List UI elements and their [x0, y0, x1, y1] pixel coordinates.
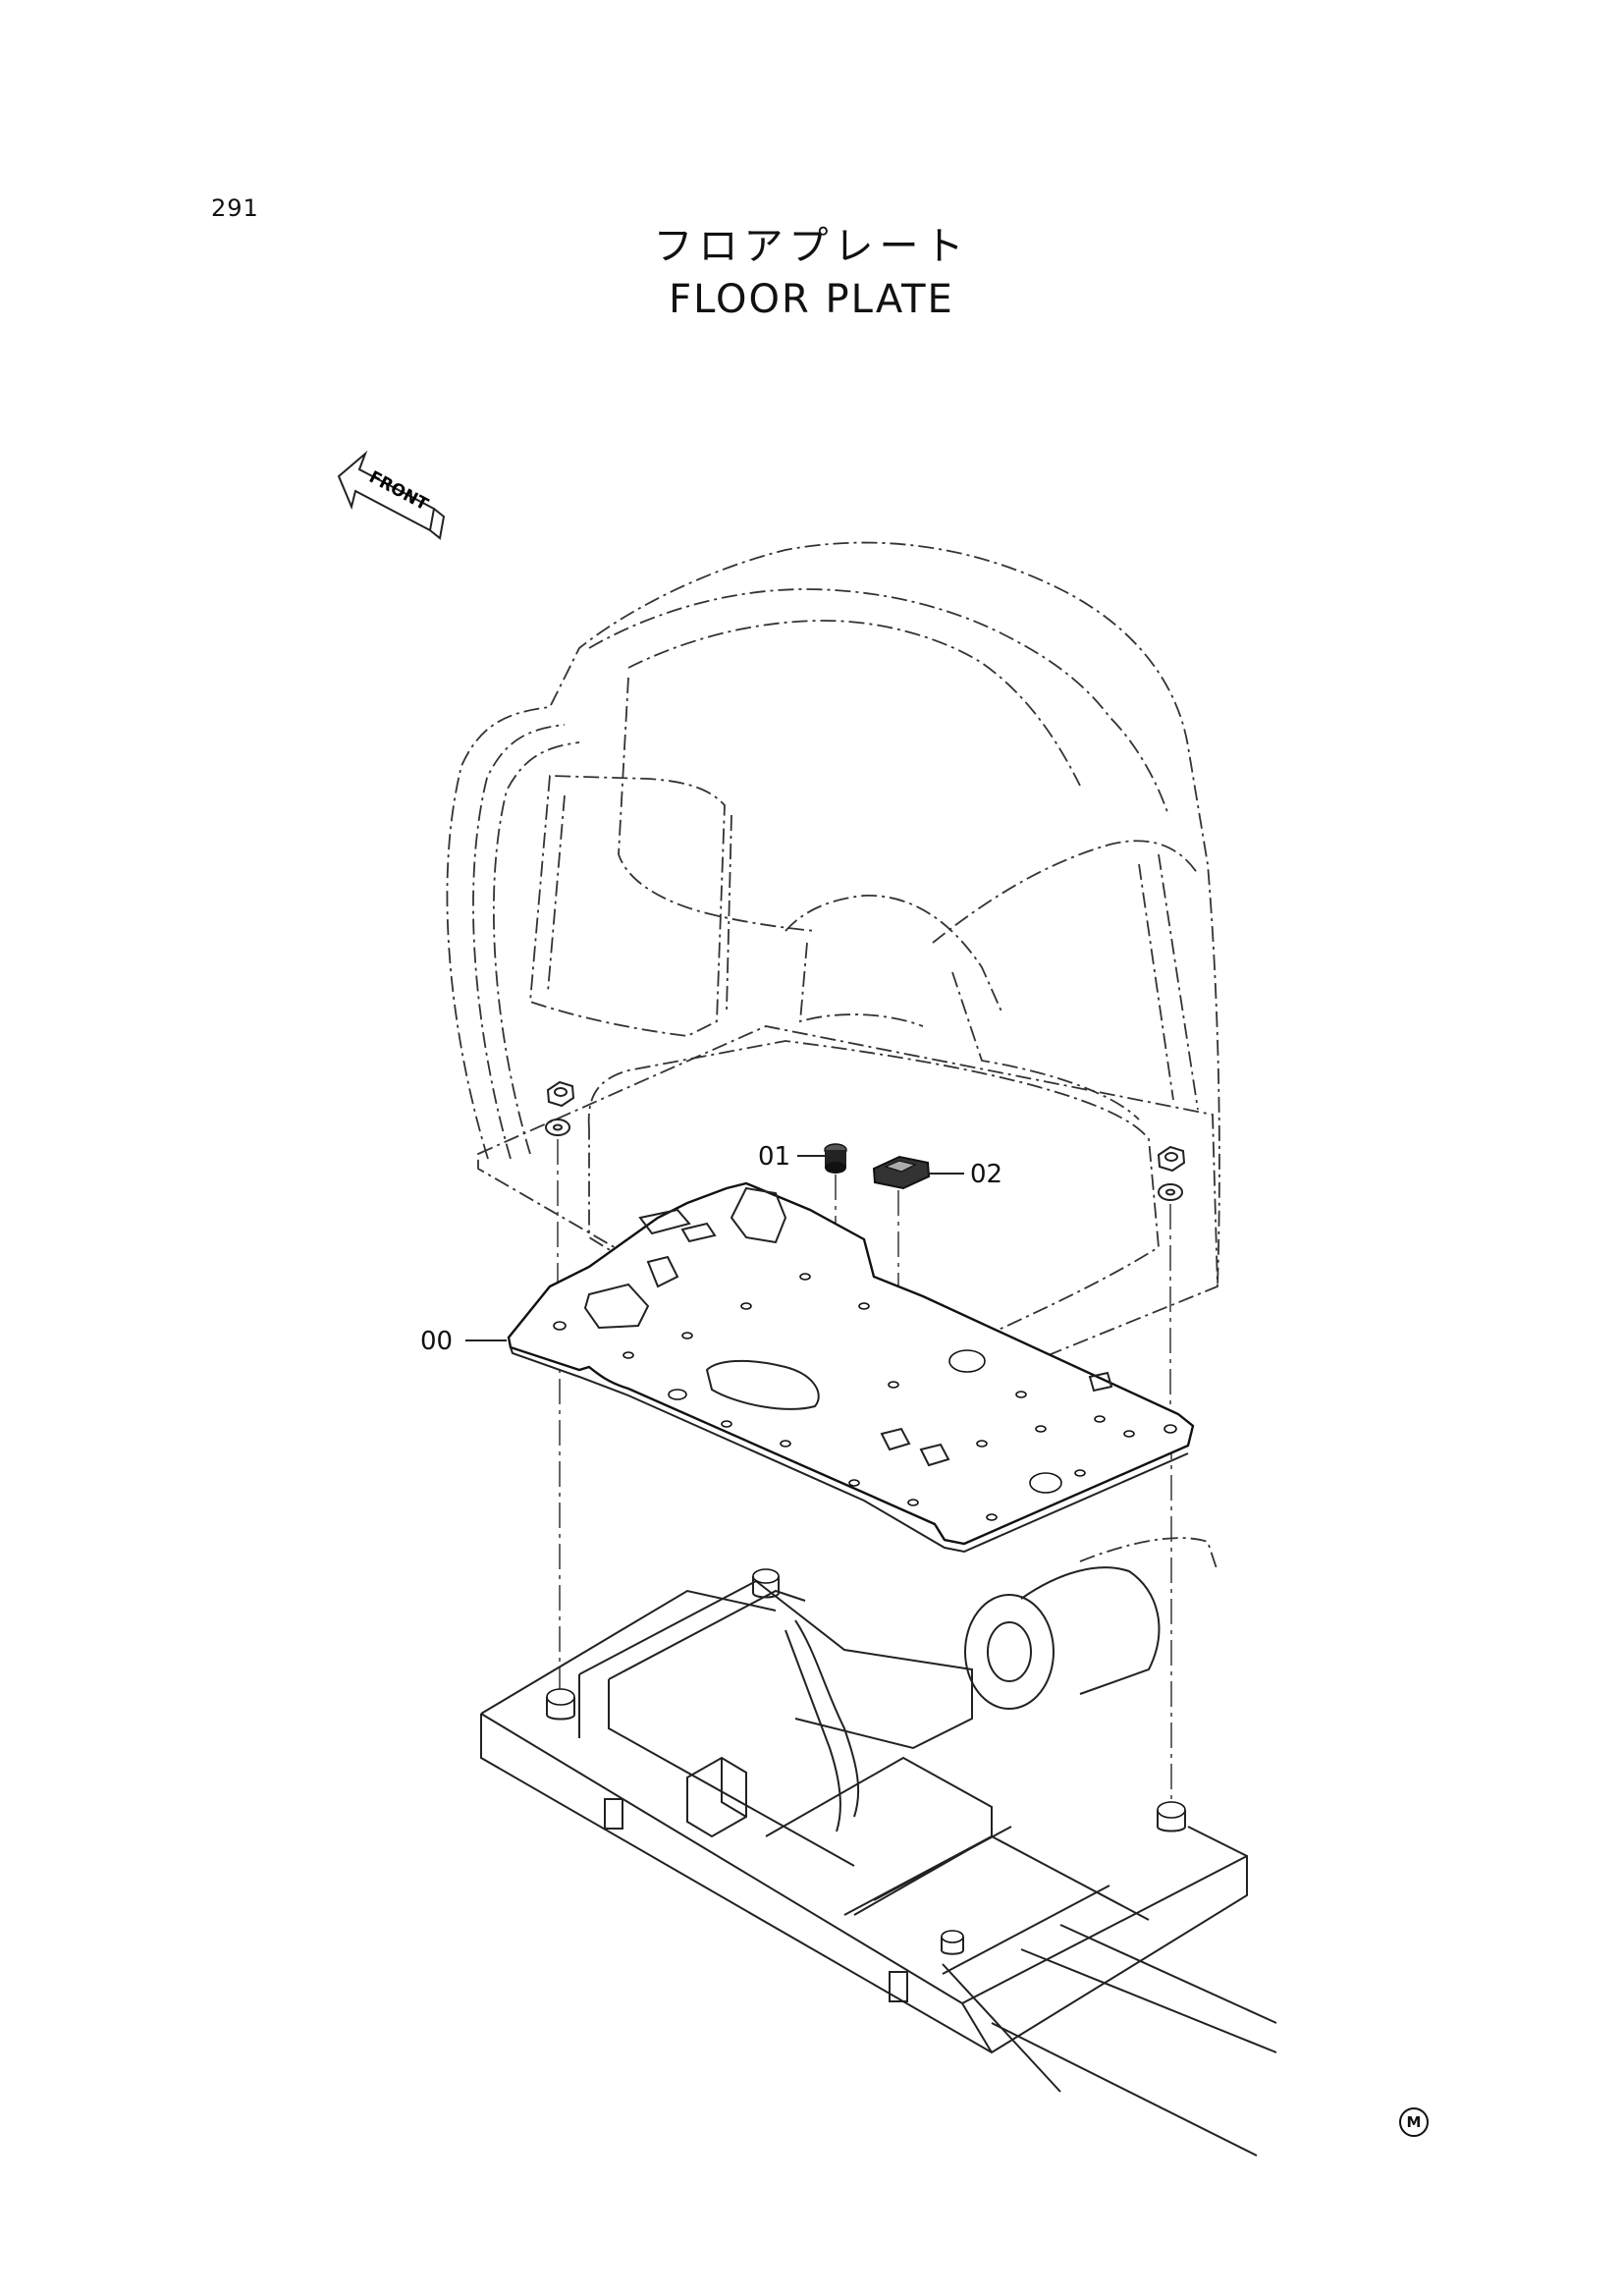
base-frame	[480, 1537, 1277, 2157]
boss-mid	[941, 1930, 964, 1955]
boss-rear-left	[752, 1568, 780, 1599]
mount-hardware-right	[1157, 1145, 1186, 1802]
footer-mark: M	[1399, 2107, 1429, 2137]
title-japanese: フロアプレート	[653, 224, 970, 269]
mount-hardware-left	[545, 1080, 575, 1689]
page-number: 291	[211, 194, 259, 222]
clip-right	[889, 1971, 908, 2002]
floor-plate-part	[507, 1181, 1195, 1554]
title-english: FLOOR PLATE	[669, 277, 954, 322]
callout-00: 00	[420, 1327, 507, 1356]
callout-00-label: 00	[420, 1327, 453, 1356]
front-arrow-label: FRONT	[365, 467, 431, 515]
boss-front-left	[546, 1688, 575, 1721]
plug-part	[824, 1143, 847, 1250]
front-arrow-icon: FRONT	[337, 450, 446, 540]
cab-outline	[446, 541, 1220, 1415]
callout-02-label: 02	[970, 1160, 1002, 1189]
boss-front-right	[1157, 1801, 1186, 1832]
callout-01: 01	[758, 1142, 825, 1172]
swing-ring	[964, 1537, 1218, 1710]
callout-01-label: 01	[758, 1142, 790, 1172]
title-block: フロアプレート FLOOR PLATE	[0, 221, 1623, 327]
callout-02: 02	[929, 1160, 1002, 1189]
clip-left	[604, 1798, 623, 1830]
